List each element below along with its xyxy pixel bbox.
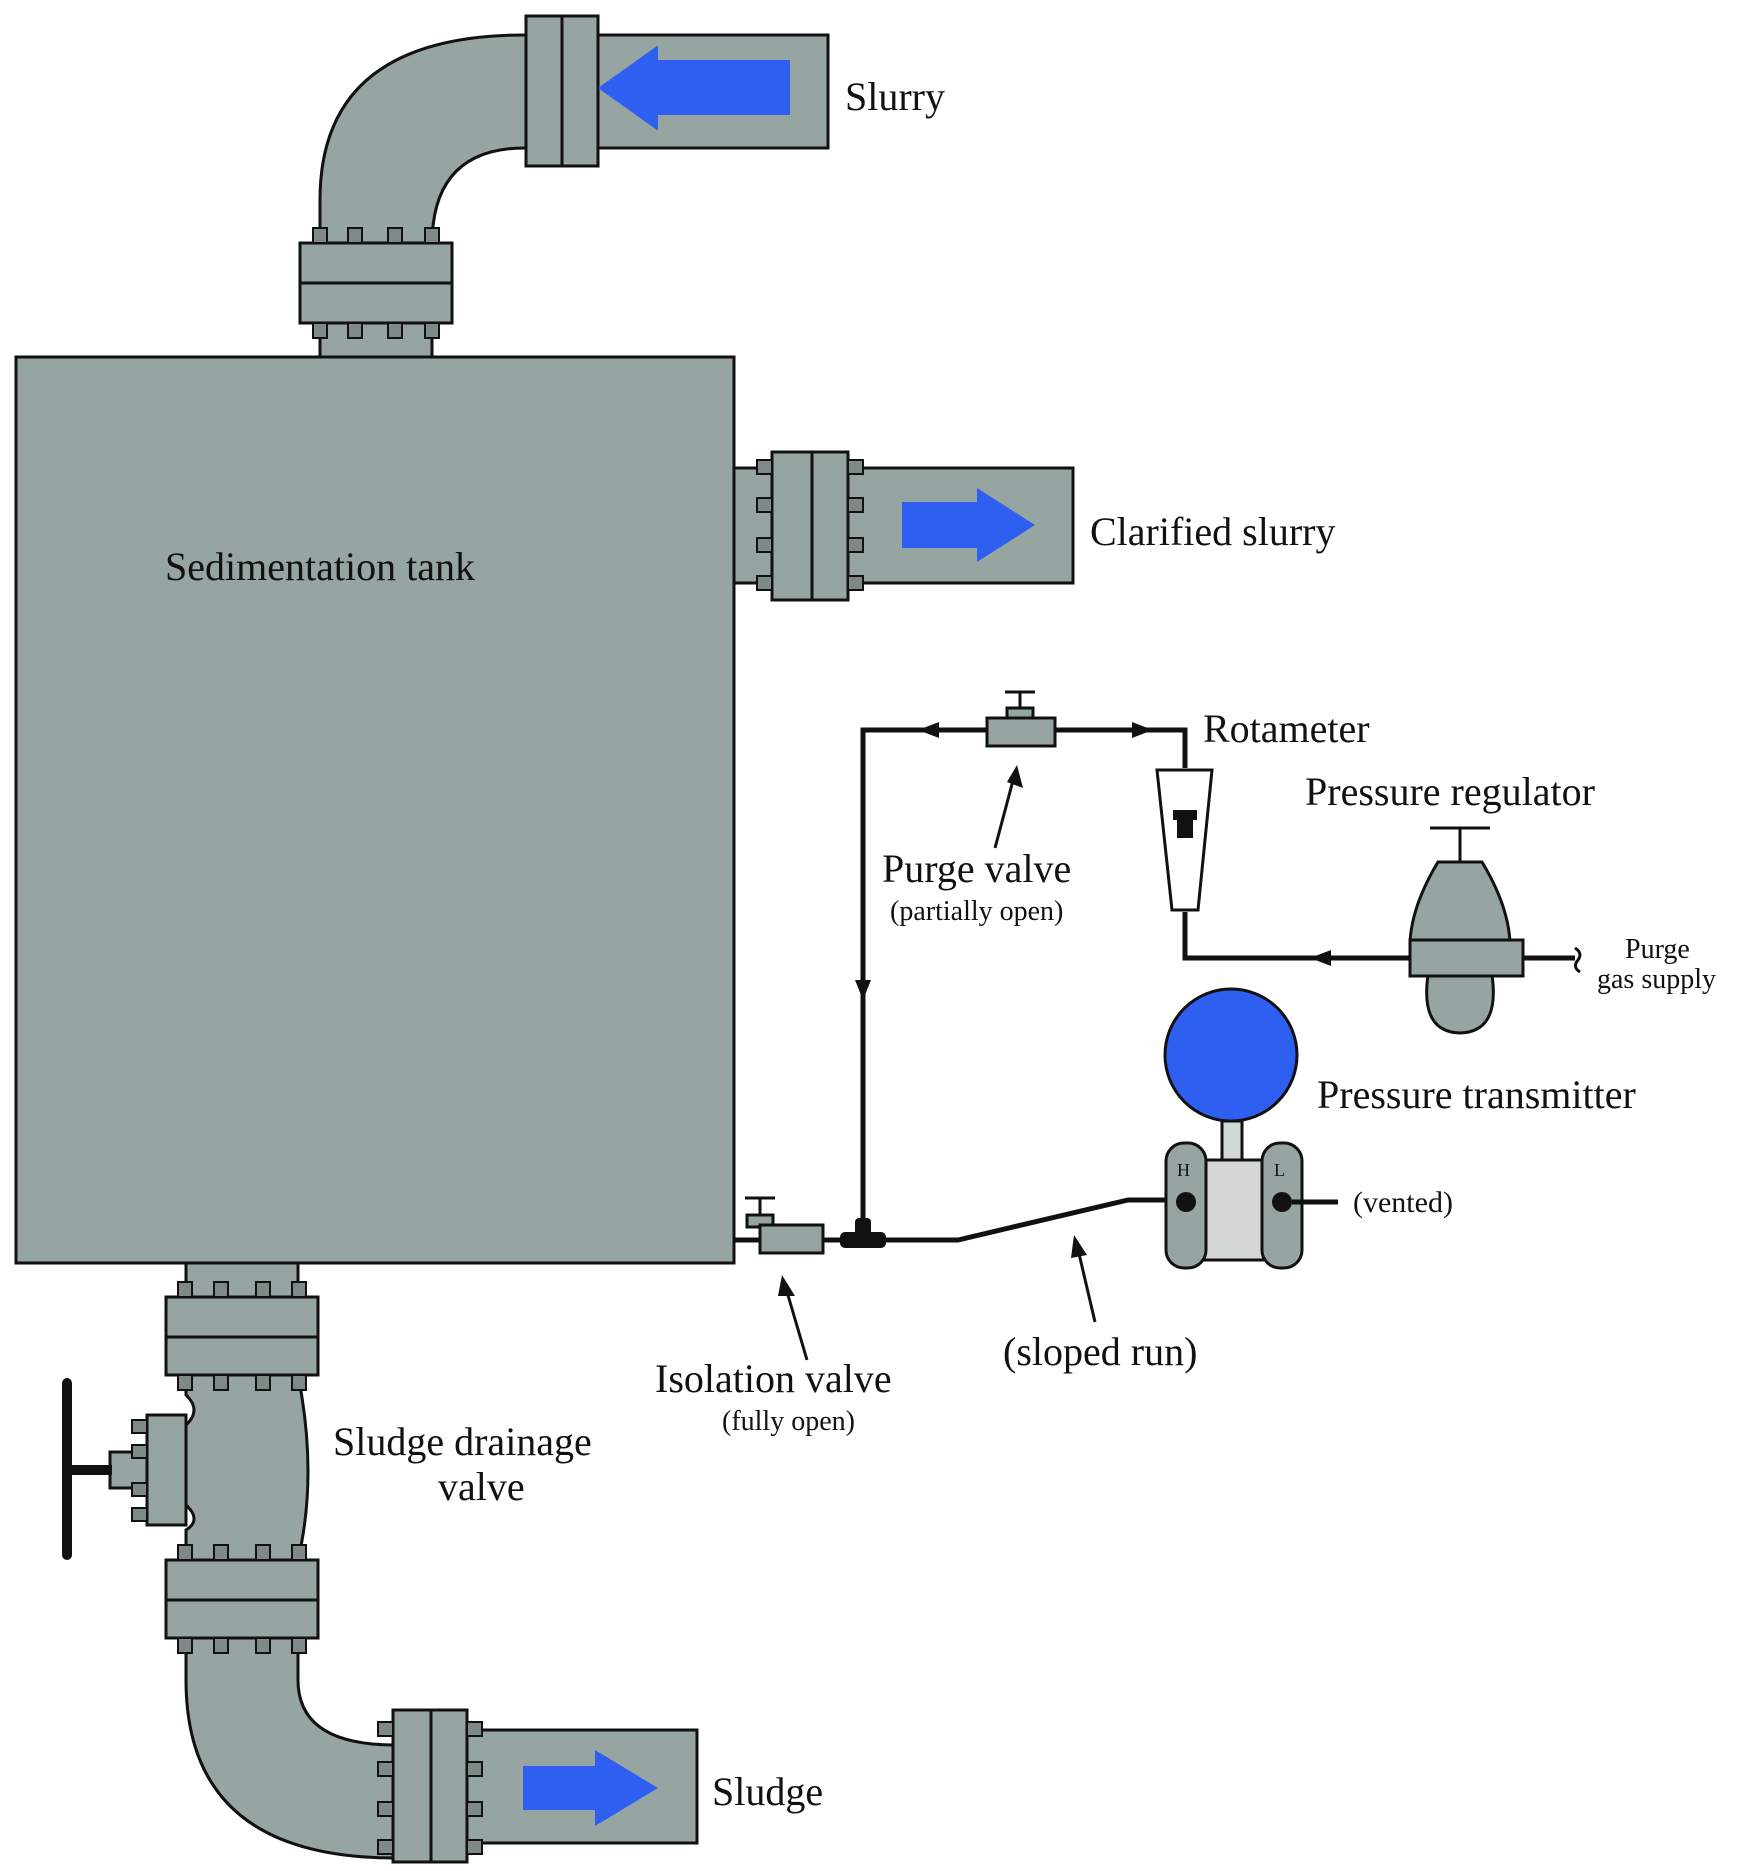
sloped-run-label: (sloped run): [1003, 1329, 1197, 1374]
purge-valve-label: Purge valve: [882, 846, 1071, 891]
transmitter-head: [1163, 987, 1299, 1123]
sludge-label: Sludge: [712, 1769, 823, 1814]
pressure-regulator: [1408, 826, 1525, 1035]
purge-gas-label-line2: gas supply: [1597, 964, 1716, 995]
clarified-slurry-outlet-pipe: [732, 450, 1075, 602]
sludge-drainage-valve-label-line2: valve: [438, 1464, 525, 1509]
tee-fitting: [840, 1232, 886, 1248]
flange-bolts: [177, 1281, 483, 1855]
pressure-transmitter-label: Pressure transmitter: [1317, 1072, 1636, 1117]
sedimentation-tank-label: Sedimentation tank: [165, 544, 475, 589]
leader-arrowhead: [778, 1275, 795, 1296]
left-arrow-icon: [598, 46, 790, 130]
impulse-line: [734, 1197, 1183, 1248]
rotameter-label: Rotameter: [1203, 706, 1370, 751]
sludge-drain-pipe: [164, 1261, 699, 1864]
flow-arrowhead: [855, 980, 871, 1000]
flange-bolts: [312, 227, 440, 339]
purge-valve: [985, 690, 1057, 748]
sedimentation-tank: [14, 355, 736, 1265]
slurry-inlet-pipe: [298, 14, 830, 359]
sludge-drainage-valve-label-line1: Sludge drainage: [333, 1419, 592, 1464]
leader-arrowhead: [1007, 765, 1023, 788]
sloped-run-leader: [1075, 1244, 1097, 1323]
flange-bolts: [756, 459, 864, 591]
right-arrow-icon: [523, 1750, 658, 1826]
isolation-valve-label: Isolation valve: [655, 1356, 892, 1401]
purge-tubing: [855, 722, 1582, 1240]
slurry-label: Slurry: [845, 74, 945, 119]
purge-gas-label-line1: Purge: [1625, 934, 1690, 965]
flow-arrowhead: [1310, 950, 1331, 966]
isolation-valve-leader: [783, 1284, 809, 1361]
pressure-regulator-label: Pressure regulator: [1305, 769, 1595, 814]
purge-valve-state-label: (partially open): [890, 896, 1063, 927]
rotameter: [1155, 768, 1214, 912]
flow-arrowhead: [918, 722, 939, 738]
port-high-label: H: [1177, 1160, 1190, 1180]
vented-label: (vented): [1353, 1186, 1453, 1219]
isolation-valve: [745, 1196, 825, 1255]
isolation-valve-state-label: (fully open): [722, 1406, 855, 1437]
clarified-slurry-label: Clarified slurry: [1090, 509, 1336, 554]
right-arrow-icon: [902, 488, 1035, 562]
pressure-transmitter: [1163, 987, 1338, 1270]
flow-arrowhead: [1132, 722, 1153, 738]
sludge-drainage-valve[interactable]: [62, 1378, 188, 1560]
purge-valve-leader: [993, 772, 1017, 849]
port-low-label: L: [1274, 1160, 1285, 1180]
leader-arrowhead: [1071, 1235, 1087, 1258]
